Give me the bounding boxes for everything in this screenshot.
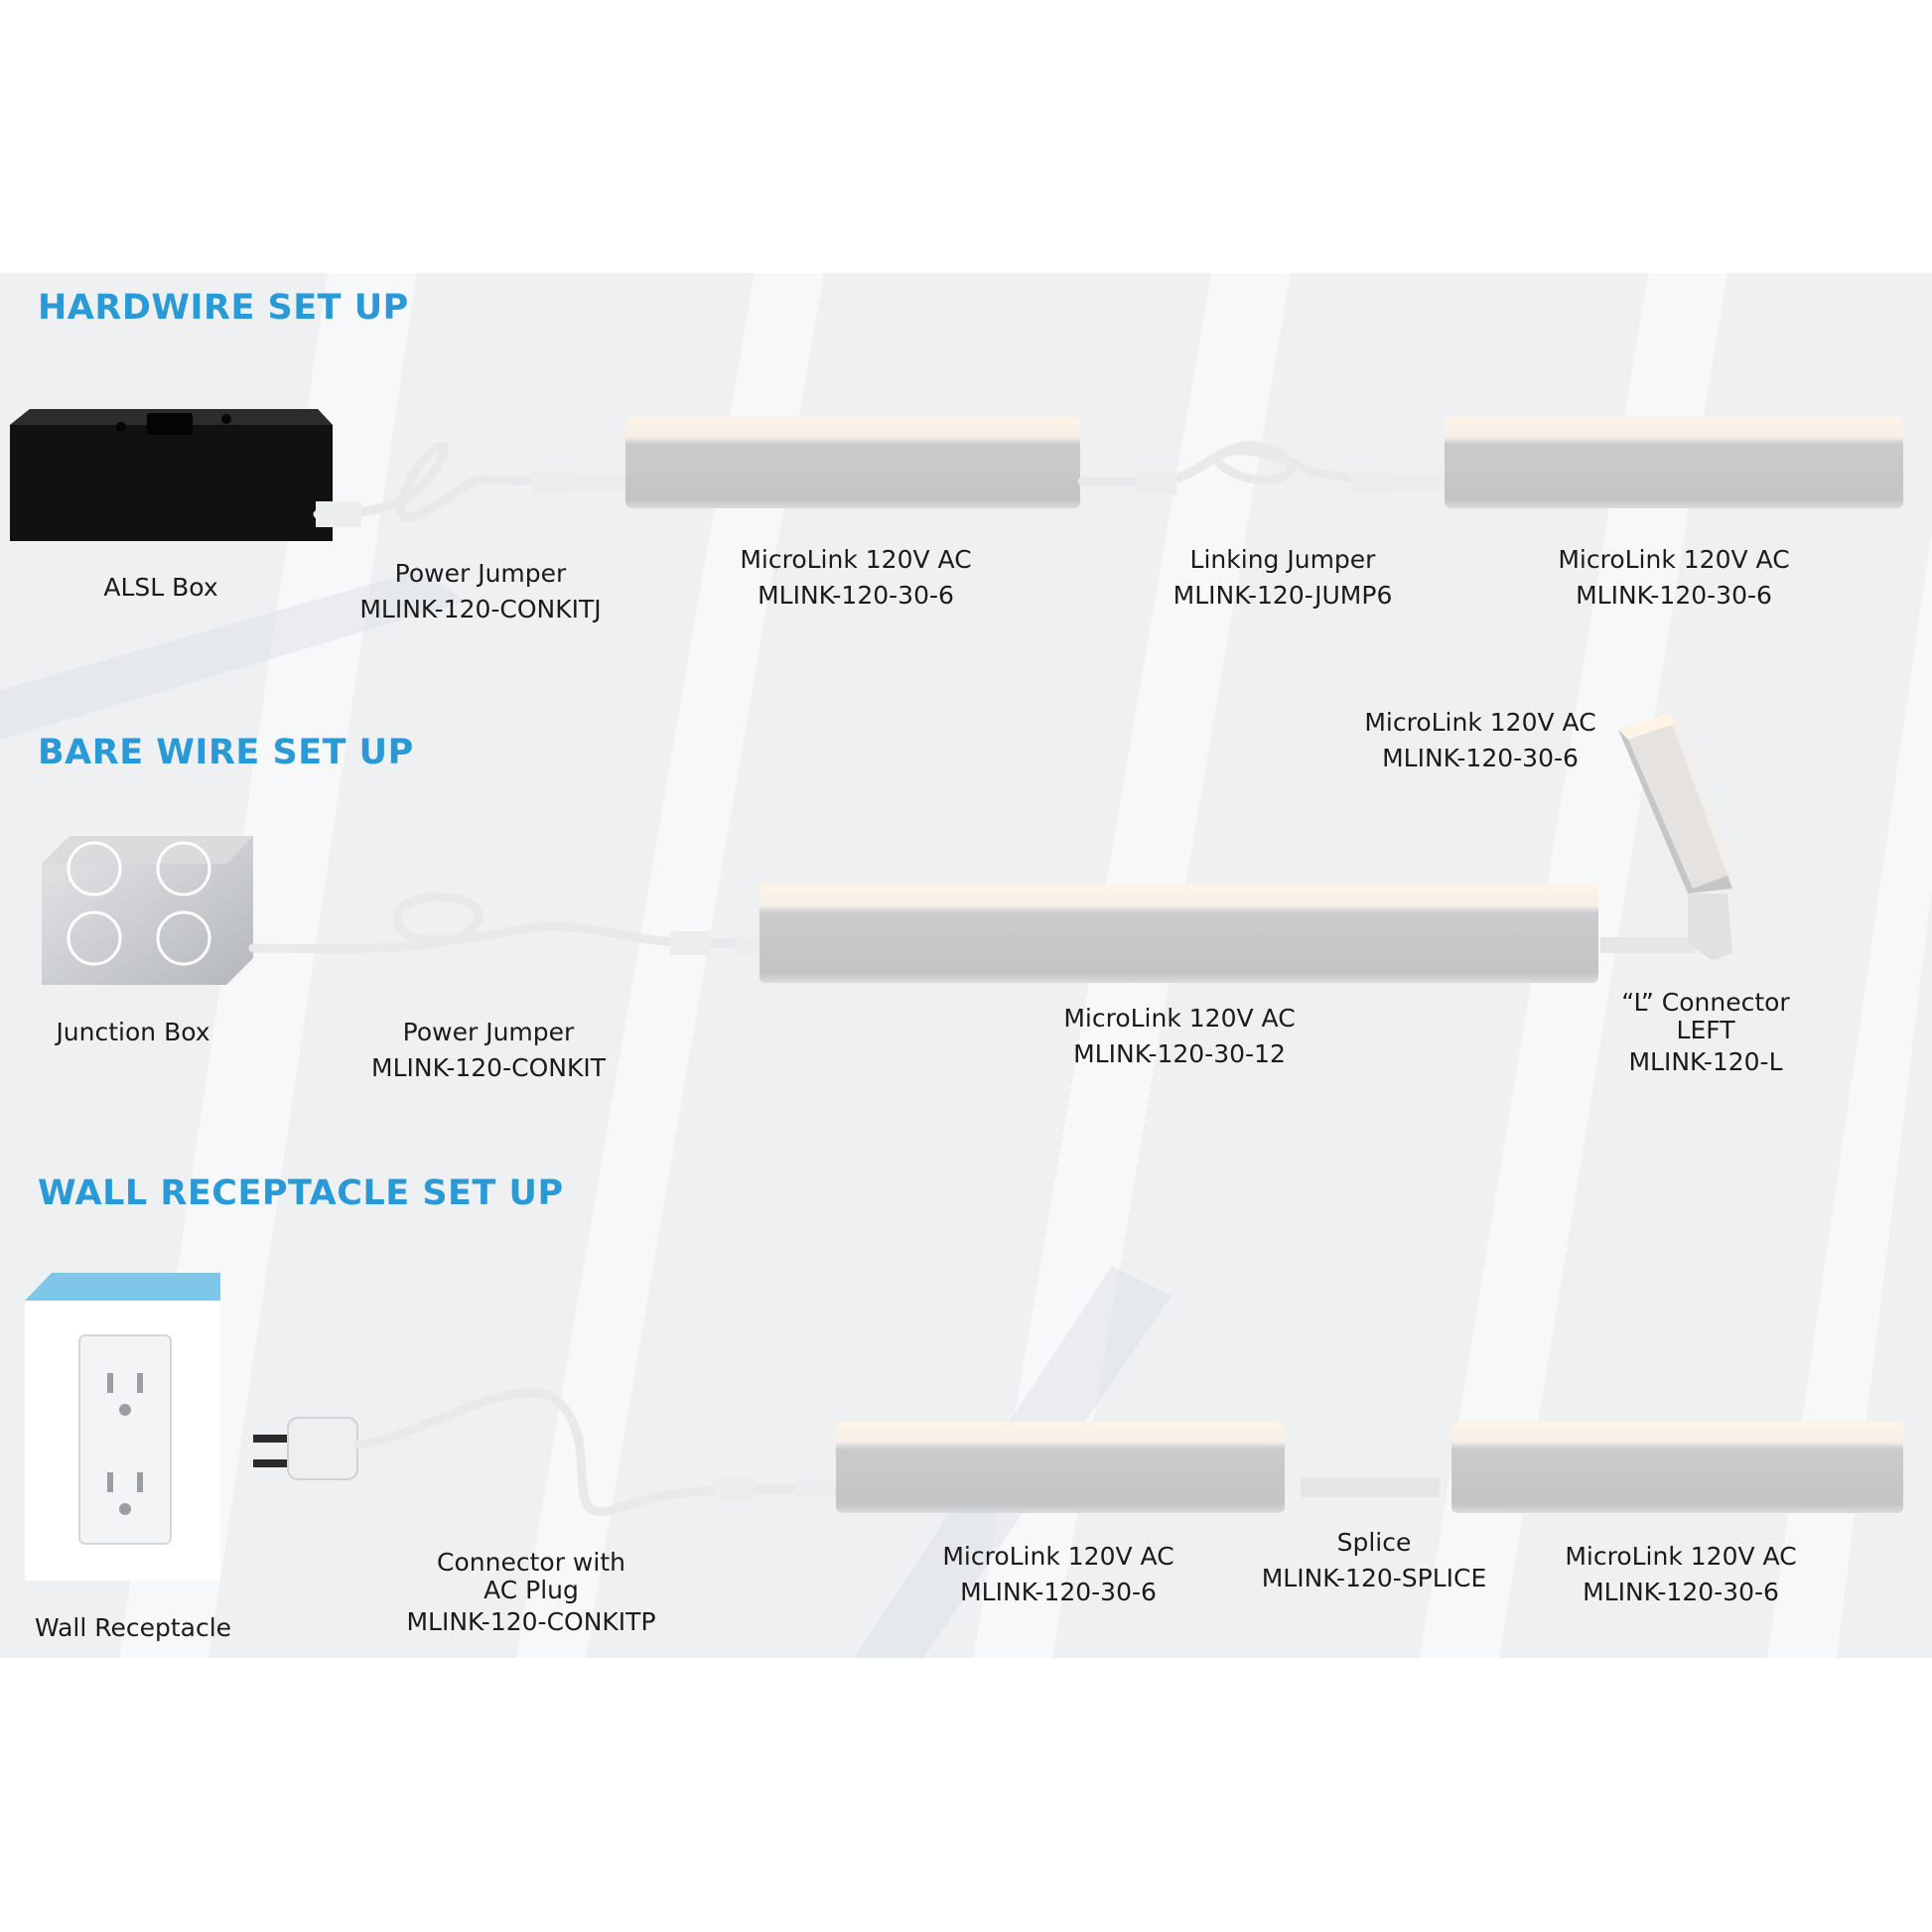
- fixture-label: MicroLink 120V AC MLINK-120-30-6: [1565, 1539, 1796, 1610]
- power-jumper-model: MLINK-120-CONKIT: [371, 1053, 606, 1082]
- linking-jumper-model: MLINK-120-JUMP6: [1173, 581, 1393, 610]
- microlink-fixture-image: [571, 417, 1080, 508]
- hardwire-heading: HARDWIRE SET UP: [38, 288, 409, 328]
- fixture-name: MicroLink 120V AC: [1063, 1004, 1296, 1033]
- wall-receptacle-heading: WALL RECEPTACLE SET UP: [38, 1173, 564, 1213]
- wall-receptacle-image: [25, 1273, 220, 1581]
- bare-wire-heading: BARE WIRE SET UP: [38, 733, 414, 772]
- fixture-model: MLINK-120-30-6: [1583, 1578, 1779, 1606]
- l-connector-model: MLINK-120-L: [1628, 1047, 1783, 1076]
- microlink-fixture-long-image: [735, 884, 1598, 983]
- l-connector-label: “L” Connector LEFT MLINK-120-L: [1621, 989, 1789, 1080]
- splice-name: Splice: [1336, 1528, 1412, 1557]
- microlink-fixture-image: [794, 1422, 1285, 1513]
- fixture-name: MicroLink 120V AC: [1558, 545, 1790, 574]
- fixture-name: MicroLink 120V AC: [1364, 708, 1596, 737]
- alsl-box-image: [10, 409, 333, 541]
- linking-jumper-label: Linking Jumper MLINK-120-JUMP6: [1173, 542, 1393, 614]
- fixture-name: MicroLink 120V AC: [1565, 1542, 1797, 1571]
- l-connector-side: LEFT: [1676, 1016, 1735, 1044]
- fixture-angled-label: MicroLink 120V AC MLINK-120-30-6: [1364, 705, 1595, 776]
- power-jumper-label: Power Jumper MLINK-120-CONKITJ: [359, 556, 601, 627]
- connector-ac-plug-label: Connector with AC Plug MLINK-120-CONKITP: [406, 1549, 655, 1640]
- fixture-model: MLINK-120-30-6: [1576, 581, 1772, 610]
- fixture-long-label: MicroLink 120V AC MLINK-120-30-12: [1063, 1001, 1295, 1072]
- microlink-fixture-image: [1390, 417, 1903, 508]
- l-connector-name: “L” Connector: [1621, 988, 1790, 1017]
- connector-ac-plug-image: [253, 1388, 819, 1517]
- splice-model: MLINK-120-SPLICE: [1261, 1564, 1487, 1592]
- fixture-label: MicroLink 120V AC MLINK-120-30-6: [1558, 542, 1789, 614]
- junction-box-label: Junction Box: [56, 1018, 210, 1046]
- junction-box-image: [42, 836, 253, 985]
- fixture-name: MicroLink 120V AC: [942, 1542, 1174, 1571]
- power-jumper-model: MLINK-120-CONKITJ: [359, 595, 602, 623]
- power-jumper-conkitj-image: [313, 442, 571, 527]
- fixture-model: MLINK-120-30-12: [1073, 1039, 1286, 1068]
- fixture-label: MicroLink 120V AC MLINK-120-30-6: [942, 1539, 1173, 1610]
- linking-jumper-image: [1077, 441, 1395, 494]
- wall-receptacle-label: Wall Receptacle: [34, 1613, 232, 1642]
- l-connector-image: [1600, 894, 1732, 961]
- fixture-model: MLINK-120-30-6: [960, 1578, 1157, 1606]
- power-jumper-name: Power Jumper: [394, 559, 567, 588]
- power-jumper-label: Power Jumper MLINK-120-CONKIT: [371, 1015, 606, 1086]
- microlink-fixture-image: [1451, 1422, 1903, 1513]
- fixture-label: MicroLink 120V AC MLINK-120-30-6: [740, 542, 971, 614]
- fixture-model: MLINK-120-30-6: [758, 581, 954, 610]
- microlink-fixture-angled-image: [1618, 713, 1732, 894]
- splice-label: Splice MLINK-120-SPLICE: [1262, 1525, 1487, 1596]
- fixture-model: MLINK-120-30-6: [1382, 744, 1579, 772]
- power-jumper-name: Power Jumper: [402, 1018, 575, 1046]
- connector-name: Connector with: [437, 1548, 625, 1577]
- fixture-name: MicroLink 120V AC: [740, 545, 972, 574]
- connector-model: MLINK-120-CONKITP: [406, 1607, 656, 1636]
- linking-jumper-name: Linking Jumper: [1189, 545, 1376, 574]
- splice-image: [1301, 1477, 1440, 1497]
- alsl-box-label: ALSL Box: [103, 573, 218, 602]
- connector-plug: AC Plug: [483, 1576, 579, 1604]
- power-jumper-conkit-image: [248, 893, 759, 955]
